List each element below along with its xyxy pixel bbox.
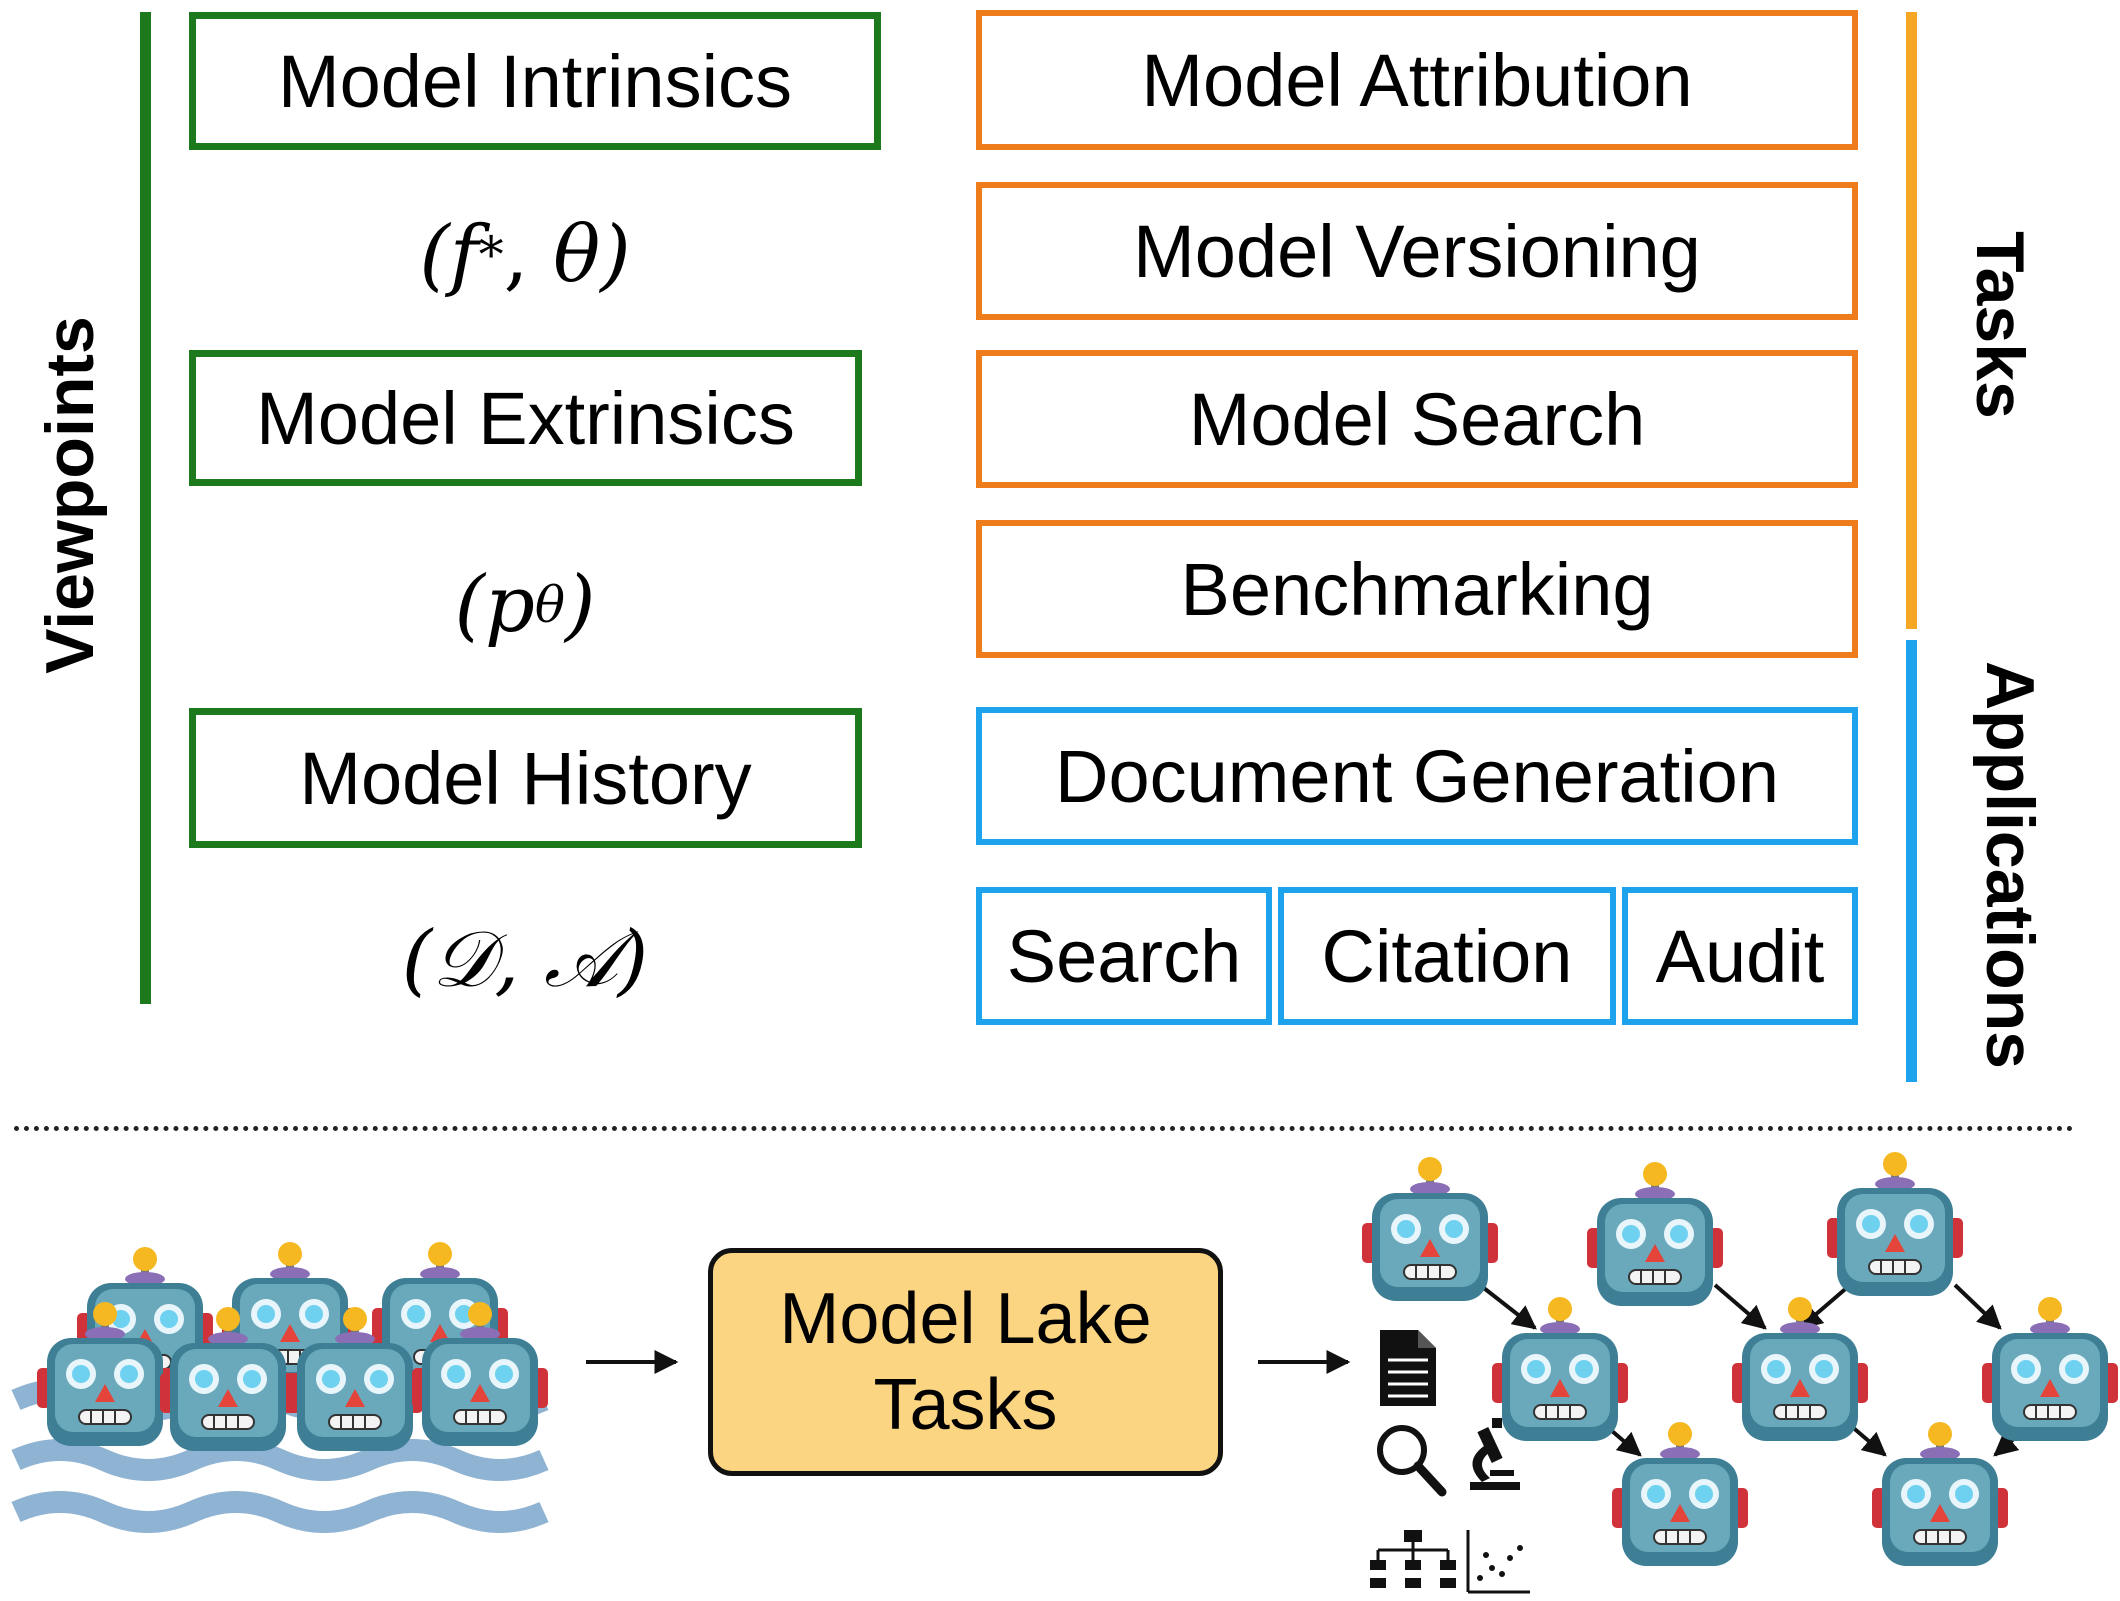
model-graph-robots bbox=[1361, 1151, 2119, 1567]
viewpoints-bar bbox=[140, 12, 151, 1004]
application-citation-box: Citation bbox=[1278, 887, 1616, 1025]
model-lake-line1: Model Lake bbox=[779, 1278, 1152, 1359]
robot-icon bbox=[1586, 1161, 1724, 1307]
org-chart-icon bbox=[1370, 1530, 1456, 1588]
robot-icon bbox=[1491, 1296, 1629, 1442]
intrinsics-f: f bbox=[449, 210, 479, 300]
task-benchmarking-box: Benchmarking bbox=[976, 520, 1858, 658]
history-notation: (𝒟, 𝒜) bbox=[401, 914, 649, 1005]
task-attribution-box: Model Attribution bbox=[976, 10, 1858, 150]
application-audit-box: Audit bbox=[1622, 887, 1858, 1025]
applications-bar bbox=[1906, 640, 1917, 1082]
magnifier-icon bbox=[1377, 1425, 1447, 1497]
viewpoint-history-box: Model History bbox=[189, 708, 862, 848]
scatter-plot-icon bbox=[1466, 1530, 1530, 1594]
application-search-box: Search bbox=[976, 887, 1272, 1025]
robot-icon bbox=[1871, 1421, 2009, 1567]
section-divider bbox=[14, 1126, 2074, 1131]
model-lake-line2: Tasks bbox=[873, 1365, 1058, 1445]
task-search-box: Model Search bbox=[976, 350, 1858, 488]
robot-icon bbox=[1361, 1156, 1499, 1302]
task-versioning-box: Model Versioning bbox=[976, 182, 1858, 320]
microscope-icon bbox=[1470, 1418, 1520, 1490]
viewpoint-intrinsics-box: Model Intrinsics bbox=[189, 12, 881, 150]
model-lake-tasks-box: Model Lake Tasks bbox=[708, 1248, 1223, 1476]
intrinsics-notation: (f*, θ) bbox=[419, 210, 631, 300]
viewpoint-extrinsics-box: Model Extrinsics bbox=[189, 350, 862, 486]
lake-robots bbox=[36, 1241, 549, 1452]
application-document-generation-box: Document Generation bbox=[976, 707, 1858, 845]
robot-icon bbox=[1826, 1151, 1964, 1297]
model-graph-edges bbox=[1478, 1283, 2032, 1457]
tasks-bar bbox=[1906, 12, 1917, 629]
robot-icon bbox=[1981, 1296, 2119, 1442]
document-icon bbox=[1380, 1330, 1436, 1406]
robot-icon bbox=[1611, 1421, 1749, 1567]
